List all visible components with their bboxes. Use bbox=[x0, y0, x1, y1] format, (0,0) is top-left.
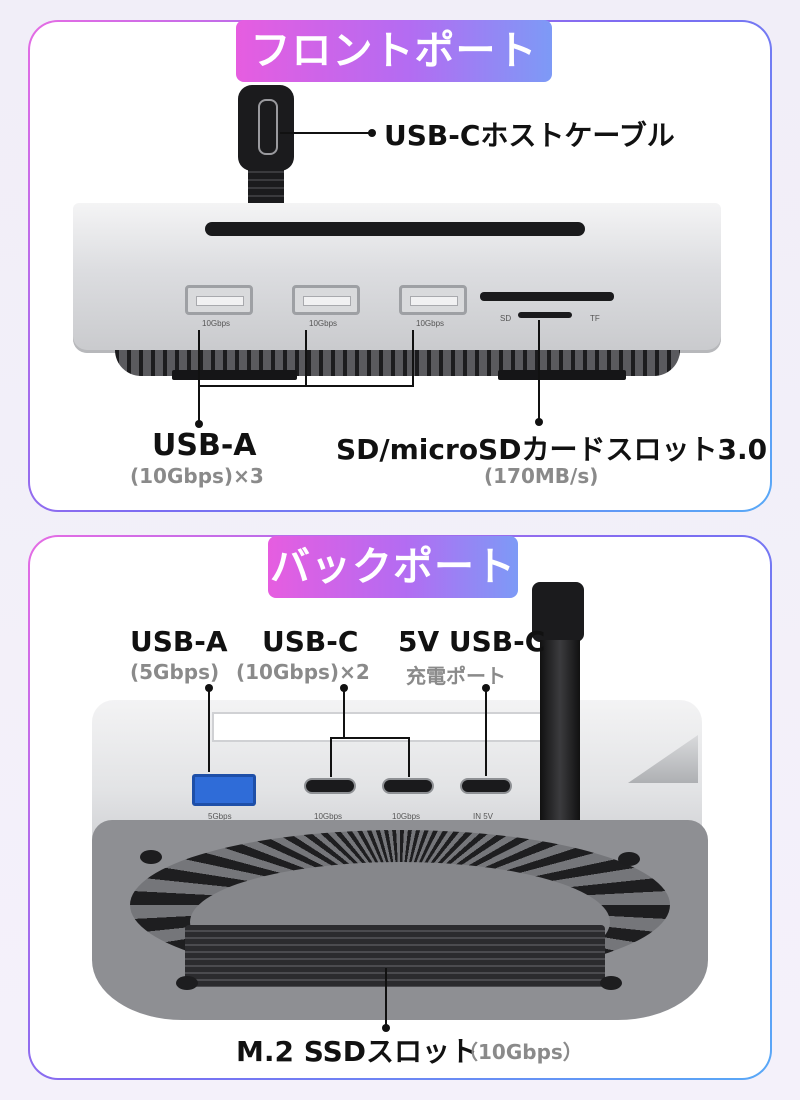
stand-strap bbox=[540, 640, 580, 840]
charge-label: 5V USB-C bbox=[398, 625, 546, 658]
ssd-sub: （10Gbps） bbox=[458, 1040, 583, 1064]
ssd-label: M.2 SSDスロット bbox=[236, 1035, 479, 1068]
ssd-callout-line bbox=[385, 968, 387, 1026]
back-slot bbox=[212, 712, 552, 742]
hub-foot-left bbox=[172, 370, 297, 380]
back-usb-c-port-1 bbox=[304, 778, 356, 794]
port-tag: 10Gbps bbox=[309, 319, 338, 328]
charge-callout-line bbox=[485, 688, 487, 776]
screw bbox=[176, 976, 198, 990]
back-ports-title: バックポート bbox=[268, 536, 518, 598]
front-usb-a-sub: (10Gbps)×3 bbox=[130, 464, 264, 488]
cable-callout-dot bbox=[368, 129, 376, 137]
sd-tag: SD bbox=[500, 314, 512, 323]
charge-sub: 充電ポート bbox=[406, 664, 506, 688]
front-usb-a-port-1 bbox=[185, 285, 253, 315]
sd-callout-line bbox=[538, 320, 540, 420]
screw bbox=[600, 976, 622, 990]
front-usb-a-port-3 bbox=[399, 285, 467, 315]
microsd-card-slot bbox=[518, 312, 572, 318]
hub-foot-right bbox=[498, 370, 626, 380]
usba-callout-line bbox=[305, 330, 307, 385]
back-usba-callout-dot bbox=[205, 684, 213, 692]
port-tag: IN 5V bbox=[473, 812, 494, 821]
back-usb-a-sub: (5Gbps) bbox=[130, 660, 220, 684]
front-usb-a-label: USB-A bbox=[152, 428, 257, 463]
screw bbox=[618, 852, 640, 866]
screw bbox=[140, 850, 162, 864]
back-usba-callout-line bbox=[208, 688, 210, 772]
back-usb-c-sub: (10Gbps)×2 bbox=[236, 660, 370, 684]
charge-usb-c-port bbox=[460, 778, 512, 794]
back-usbc-callout-line bbox=[343, 688, 345, 738]
cable-callout-line bbox=[280, 132, 372, 134]
port-tag: 10Gbps bbox=[392, 812, 421, 821]
port-tag: 10Gbps bbox=[416, 319, 445, 328]
usb-c-cable-connector bbox=[238, 85, 294, 171]
back-usb-a-port bbox=[192, 774, 256, 806]
sd-sub: (170MB/s) bbox=[484, 464, 599, 488]
back-usb-c-port-2 bbox=[382, 778, 434, 794]
sd-label: SD/microSDカードスロット3.0 bbox=[336, 433, 768, 466]
sd-card-slot bbox=[480, 292, 614, 301]
cable-label: USB-Cホストケーブル bbox=[384, 119, 675, 152]
usb-c-cable bbox=[248, 165, 284, 207]
sd-callout-dot bbox=[535, 418, 543, 426]
usba-callout-dot bbox=[195, 420, 203, 428]
stand-arm bbox=[532, 582, 584, 642]
front-ports-title: フロントポート bbox=[236, 20, 552, 82]
back-usbc-callout-line bbox=[408, 737, 410, 777]
front-long-slot bbox=[205, 222, 585, 236]
port-tag: 5Gbps bbox=[208, 812, 232, 821]
port-tag: 10Gbps bbox=[202, 319, 231, 328]
back-usb-c-label: USB-C bbox=[262, 625, 359, 658]
usba-callout-line bbox=[198, 385, 414, 387]
front-usb-a-port-2 bbox=[292, 285, 360, 315]
usba-callout-line bbox=[198, 330, 200, 422]
m2-ssd-slot bbox=[185, 925, 605, 987]
ssd-callout-dot bbox=[382, 1024, 390, 1032]
tf-tag: TF bbox=[590, 314, 600, 323]
usba-callout-line bbox=[412, 330, 414, 385]
port-tag: 10Gbps bbox=[314, 812, 343, 821]
back-usbc-callout-line bbox=[330, 737, 410, 739]
back-usb-a-label: USB-A bbox=[130, 625, 228, 658]
back-usbc-callout-line bbox=[330, 737, 332, 777]
